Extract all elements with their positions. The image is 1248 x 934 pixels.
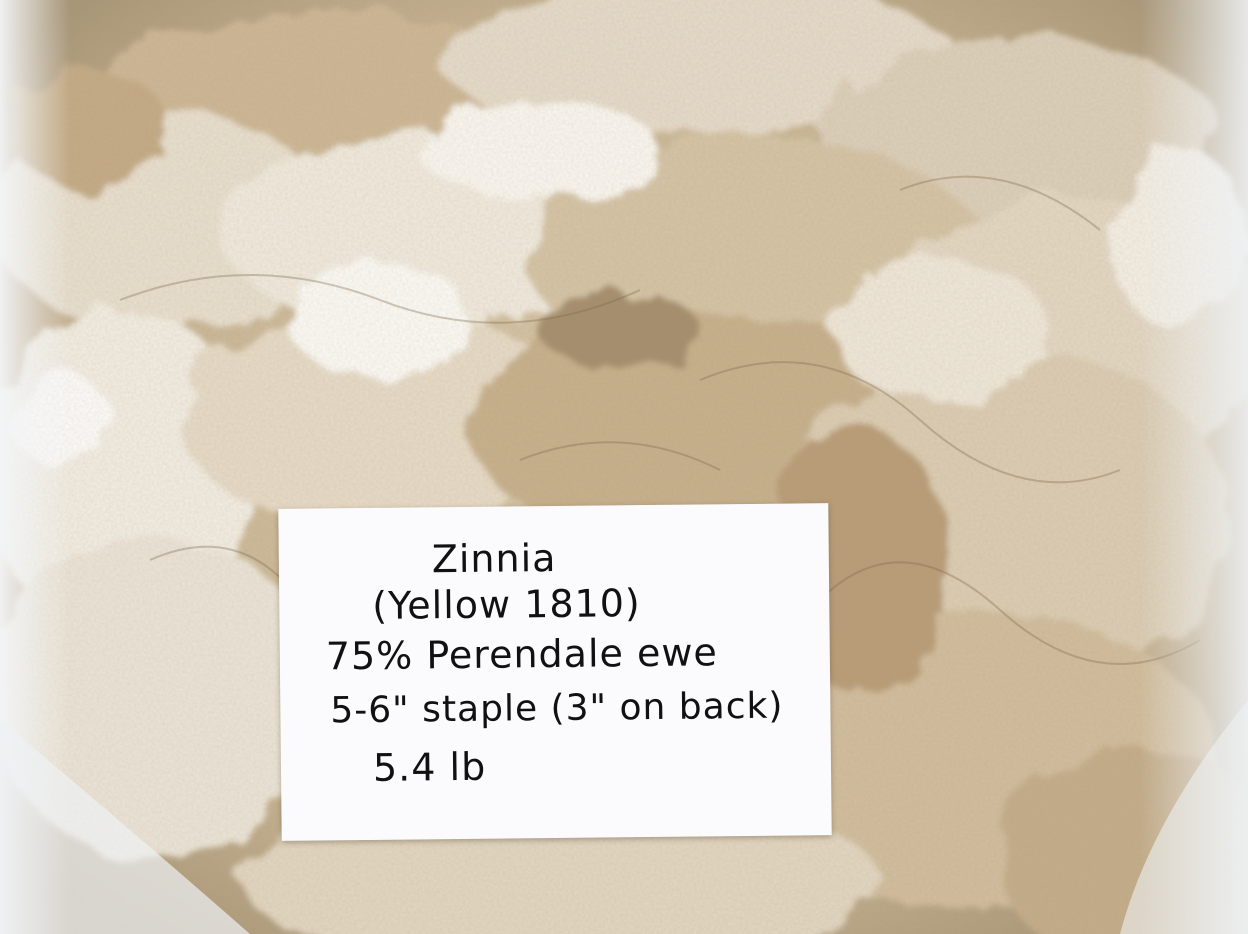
label-line-weight: 5.4 lb — [372, 744, 487, 790]
label-line-tag: (Yellow 1810) — [372, 581, 641, 628]
label-line-name: Zinnia — [431, 535, 557, 582]
label-line-staple: 5-6" staple (3" on back) — [330, 685, 784, 732]
handwritten-label-card: Zinnia (Yellow 1810) 75% Perendale ewe 5… — [278, 503, 832, 841]
label-line-breed: 75% Perendale ewe — [325, 630, 719, 679]
